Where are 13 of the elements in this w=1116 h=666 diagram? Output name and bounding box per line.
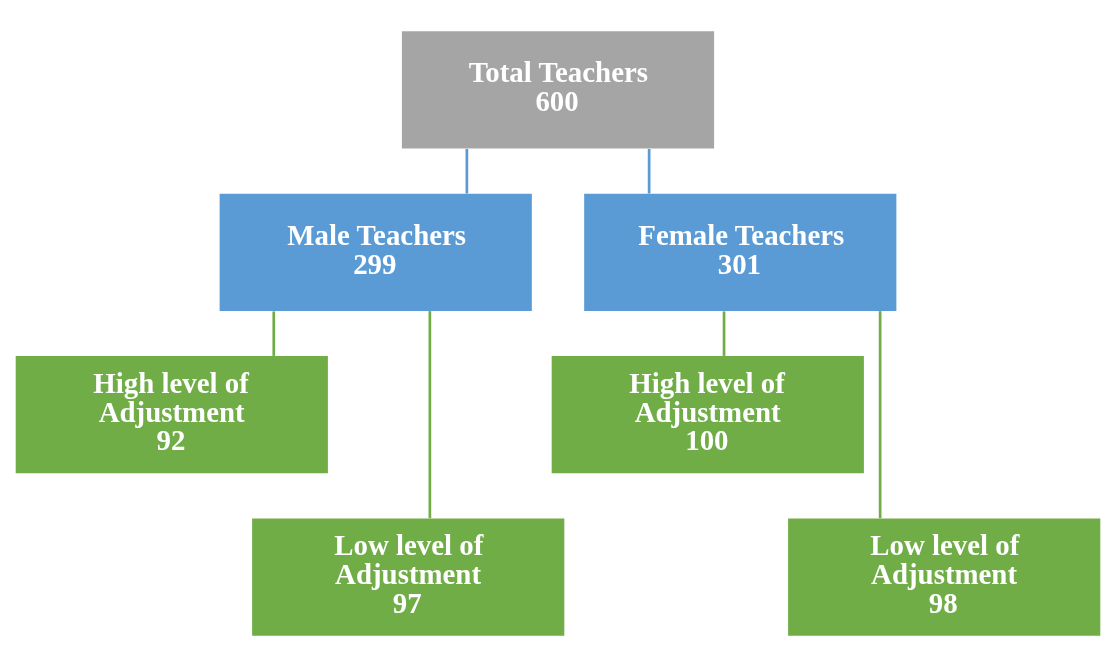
node-box: High level of Adjustment 92 [15,355,328,473]
connector [647,148,651,193]
connector [465,148,469,193]
connector [722,310,726,356]
node-box: Low level of Adjustment 97 [252,518,565,636]
node-box: Low level of Adjustment 98 [788,518,1101,636]
connector [428,310,432,518]
node-box: Male Teachers 299 [219,193,532,311]
connector [272,310,276,356]
node-box: Total Teachers 600 [401,30,715,148]
node-box: Female Teachers 301 [584,193,897,311]
connector [878,310,882,518]
node-box: High level of Adjustment 100 [551,355,864,473]
